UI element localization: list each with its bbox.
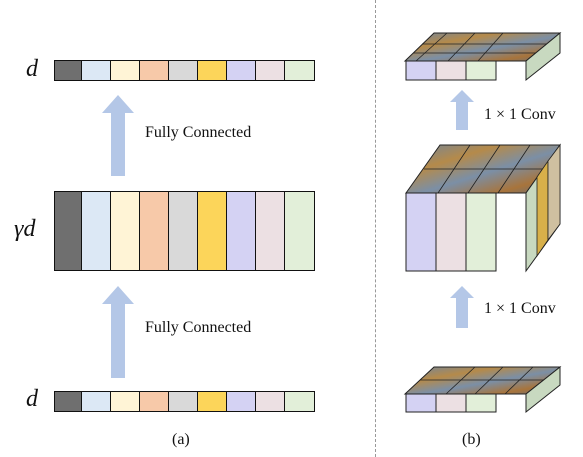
channel-cell bbox=[227, 61, 256, 80]
caption-a: (a) bbox=[172, 431, 190, 448]
channel-cell bbox=[169, 61, 198, 80]
channel-cell bbox=[256, 192, 285, 270]
up-arrow-bottom bbox=[102, 286, 134, 378]
tensor-hidden-channel bbox=[465, 192, 497, 272]
vector-middle bbox=[54, 191, 315, 271]
channel-cell bbox=[227, 192, 256, 270]
channel-cell bbox=[82, 192, 111, 270]
tensor-hidden-channel bbox=[405, 192, 437, 272]
channel-cell bbox=[111, 61, 140, 80]
channel-cell bbox=[82, 61, 111, 80]
vector-top bbox=[54, 60, 315, 81]
tensor-output-channel bbox=[465, 60, 497, 81]
channel-cell bbox=[169, 192, 198, 270]
tensor-hidden-channel bbox=[435, 192, 467, 272]
channel-cell bbox=[169, 392, 198, 411]
channel-cell bbox=[111, 392, 140, 411]
tensor-output-channel bbox=[405, 60, 437, 81]
channel-cell bbox=[140, 61, 169, 80]
tensor-input-channel bbox=[405, 393, 437, 413]
vector-bottom bbox=[54, 391, 315, 412]
channel-cell bbox=[285, 392, 314, 411]
channel-cell bbox=[140, 192, 169, 270]
channel-cell bbox=[256, 392, 285, 411]
channel-cell bbox=[256, 61, 285, 80]
channel-cell bbox=[111, 192, 140, 270]
panel-divider bbox=[375, 0, 376, 457]
channel-cell bbox=[55, 61, 82, 80]
up-arrow-conv-bottom bbox=[450, 286, 474, 328]
channel-cell bbox=[285, 61, 314, 80]
channel-cell bbox=[55, 392, 82, 411]
top-dimension-label: d bbox=[26, 56, 38, 82]
channel-cell bbox=[198, 192, 227, 270]
tensor-input-channel bbox=[435, 393, 467, 413]
middle-dimension-label: γd bbox=[14, 216, 36, 242]
bottom-dimension-label: d bbox=[26, 386, 38, 412]
up-arrow-top bbox=[102, 95, 134, 176]
conv-bottom-label: 1 × 1 Conv bbox=[484, 300, 556, 317]
tensor-output bbox=[403, 31, 562, 82]
fully-connected-bottom-label: Fully Connected bbox=[145, 319, 252, 336]
conv-top-label: 1 × 1 Conv bbox=[484, 106, 556, 123]
tensor-input-channel bbox=[465, 393, 497, 413]
fully-connected-top-label: Fully Connected bbox=[145, 124, 252, 141]
channel-cell bbox=[227, 392, 256, 411]
tensor-hidden bbox=[405, 143, 561, 273]
channel-cell bbox=[140, 392, 169, 411]
caption-b: (b) bbox=[462, 431, 481, 448]
channel-cell bbox=[198, 61, 227, 80]
tensor-input bbox=[403, 365, 562, 414]
up-arrow-conv-top bbox=[450, 90, 474, 130]
channel-cell bbox=[82, 392, 111, 411]
channel-cell bbox=[55, 192, 82, 270]
channel-cell bbox=[285, 192, 314, 270]
channel-cell bbox=[198, 392, 227, 411]
tensor-output-channel bbox=[435, 60, 467, 81]
